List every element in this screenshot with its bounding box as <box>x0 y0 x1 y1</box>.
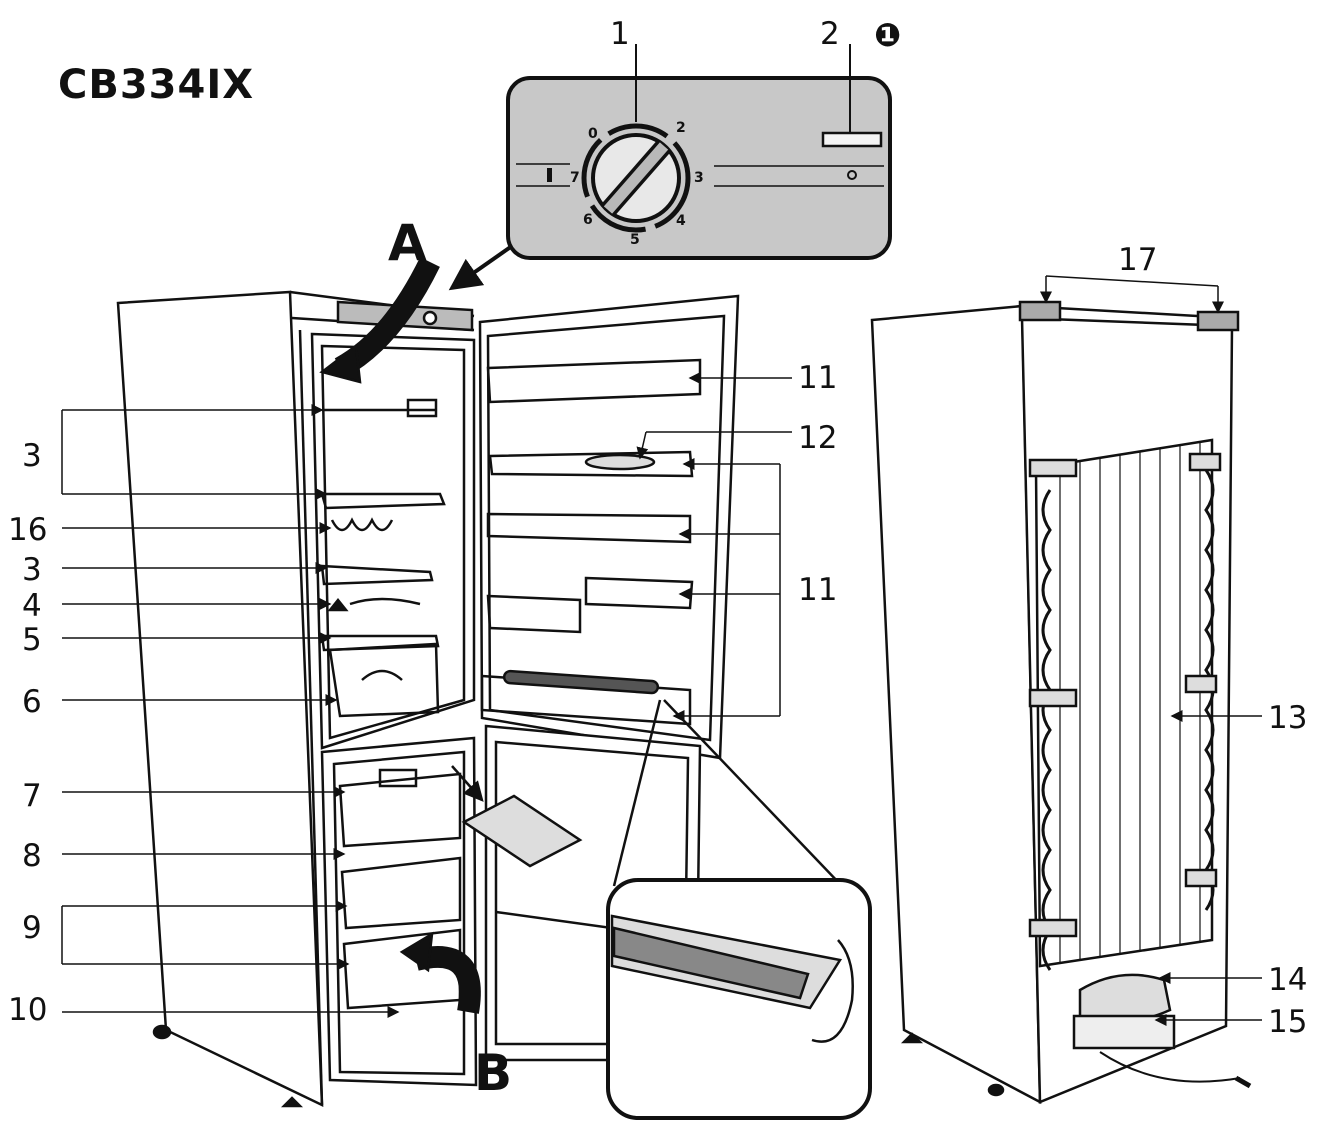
fridge-front <box>116 257 872 1120</box>
dial-mark-7: 7 <box>570 170 580 186</box>
callout-12: 12 <box>798 420 837 456</box>
callout-7: 7 <box>22 778 42 814</box>
model-title: CB334IX <box>58 62 255 108</box>
callout-11-upper: 11 <box>798 360 837 396</box>
callout-6: 6 <box>22 684 42 720</box>
note-symbol: ❶ <box>874 16 901 54</box>
callout-15: 15 <box>1268 1004 1307 1040</box>
arrow-label-a: A <box>388 214 427 272</box>
callout-14: 14 <box>1268 962 1307 998</box>
callout-11-lower: 11 <box>798 572 837 608</box>
callout-1: 1 <box>610 16 630 52</box>
callout-3-upper: 3 <box>22 438 42 474</box>
callout-10: 10 <box>8 992 47 1028</box>
dial-mark-5: 5 <box>630 232 640 248</box>
callout-3-lower: 3 <box>22 552 42 588</box>
indicator-light <box>821 131 883 148</box>
callout-lines-back <box>1040 275 1262 1026</box>
light-bulb-icon <box>847 170 857 180</box>
control-panel: 0 2 3 4 5 6 7 1 2 ❶ <box>448 16 901 291</box>
dial-mark-3: 3 <box>694 170 704 186</box>
callout-2: 2 <box>820 16 840 52</box>
dial-mark-2: 2 <box>676 120 686 136</box>
callout-4: 4 <box>22 588 42 624</box>
fridge-back <box>870 300 1252 1105</box>
callout-17: 17 <box>1118 242 1157 278</box>
callout-5: 5 <box>22 622 42 658</box>
dial-mark-4: 4 <box>676 213 686 229</box>
callout-16: 16 <box>8 512 47 548</box>
dial-mark-6: 6 <box>583 212 593 228</box>
callout-13: 13 <box>1268 700 1307 736</box>
callout-8: 8 <box>22 838 42 874</box>
callout-lines-left <box>61 404 400 1018</box>
callout-9: 9 <box>22 910 42 946</box>
arrow-label-b: B <box>474 1044 512 1102</box>
dial-mark-0: 0 <box>588 126 598 142</box>
thermometer-icon <box>547 168 552 182</box>
callout-lines-door <box>636 372 792 722</box>
